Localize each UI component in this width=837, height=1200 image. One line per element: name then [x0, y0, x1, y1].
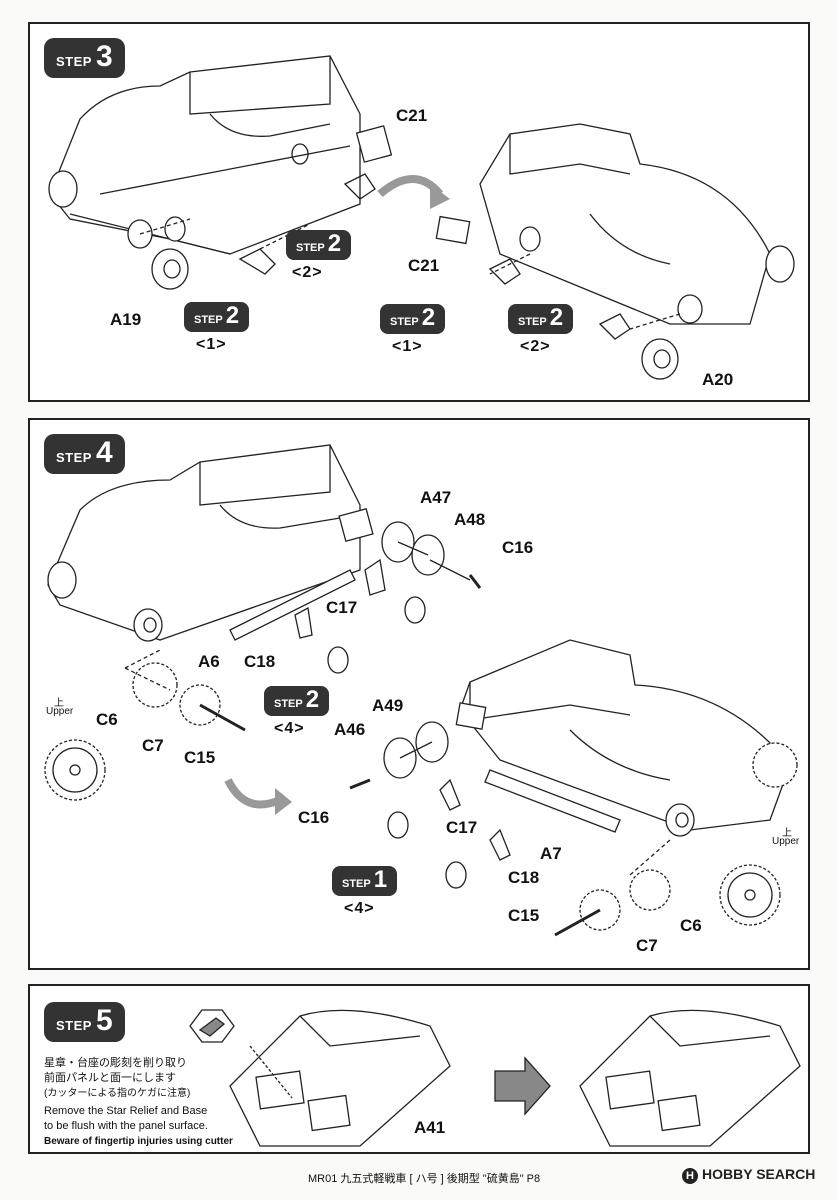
part-label-c6: C6: [680, 916, 702, 935]
part-label-a20: A20: [702, 370, 734, 389]
part-label-c17: C17: [326, 598, 358, 617]
substep-label: <1>: [392, 338, 423, 355]
jp-note-line: 前面パネルと面一にします: [44, 1072, 176, 1084]
part-label-a46: A46: [334, 720, 366, 739]
part-label-a48: A48: [454, 510, 486, 529]
part-label-a47: A47: [420, 488, 452, 507]
step4-illustration: [44, 444, 798, 937]
en-warning: Beware of fingertip injuries using cutte…: [44, 1136, 233, 1147]
step-word: STEP: [274, 698, 303, 710]
step4-badge: STEP 4: [44, 434, 125, 474]
en-note-line: Remove the Star Relief and Base: [44, 1105, 208, 1117]
part-label-c18: C18: [508, 868, 540, 887]
part-label-a19: A19: [110, 310, 142, 329]
part-label-c16: C16: [502, 538, 534, 557]
step-number: 4: [95, 436, 113, 469]
step-word: STEP: [56, 54, 92, 69]
step-word: STEP: [342, 878, 371, 890]
step-number: 1: [373, 866, 388, 893]
step5-badge: STEP 5: [44, 1002, 125, 1042]
step3-illustration: [48, 55, 795, 380]
part-label-c7: C7: [142, 736, 164, 755]
part-label-c18: C18: [244, 652, 276, 671]
en-note-line: to be flush with the panel surface.: [44, 1120, 208, 1132]
upper-jp-label: 上: [54, 698, 64, 709]
part-label-c7: C7: [636, 936, 658, 955]
step-word: STEP: [518, 316, 547, 328]
part-label-a49: A49: [372, 696, 404, 715]
part-label-c21: C21: [408, 256, 440, 275]
step-number: 3: [95, 40, 113, 73]
step-word: STEP: [296, 242, 325, 254]
step-word: STEP: [56, 450, 92, 465]
step3-panel: STEP 3: [28, 22, 810, 402]
logo-text: HOBBY SEARCH: [702, 1166, 816, 1182]
substep-label: <1>: [196, 336, 227, 353]
step-number: 2: [549, 304, 564, 331]
substep-label: <4>: [274, 720, 305, 737]
logo-mark-icon: H: [682, 1168, 698, 1184]
part-label-c6: C6: [96, 710, 118, 729]
part-label-c21: C21: [396, 106, 428, 125]
part-label-a6: A6: [198, 652, 220, 671]
step5-illustration: [189, 1009, 801, 1147]
part-label-c16: C16: [298, 808, 330, 827]
part-label-a41: A41: [414, 1118, 446, 1137]
upper-en-label: Upper: [772, 836, 800, 847]
substep-label: <2>: [292, 264, 323, 281]
step3-badge: STEP 3: [44, 38, 125, 78]
step-number: 2: [327, 230, 342, 257]
part-label-c17: C17: [446, 818, 478, 837]
step4-panel: STEP 4: [28, 418, 810, 970]
substep-label: <2>: [520, 338, 551, 355]
jp-note-line: (カッターによる指のケガに注意): [44, 1088, 191, 1099]
step-word: STEP: [390, 316, 419, 328]
part-label-c15: C15: [184, 748, 216, 767]
step-number: 2: [225, 302, 240, 329]
jp-note-line: 星章・台座の彫刻を削り取り: [44, 1057, 187, 1069]
page-footer: MR01 九五式軽戦車 [ ハ号 ] 後期型 "硫黄島" P8: [308, 1173, 541, 1185]
part-label-a7: A7: [540, 844, 562, 863]
step5-jp-note: 星章・台座の彫刻を削り取り 前面パネルと面一にします (カッターによる指のケガに…: [44, 1056, 190, 1101]
step-number: 5: [95, 1004, 113, 1037]
upper-en-label: Upper: [46, 706, 74, 717]
step-word: STEP: [194, 314, 223, 326]
step5-en-note: Remove the Star Relief and Base to be fl…: [44, 1104, 233, 1149]
step-word: STEP: [56, 1018, 92, 1033]
part-label-c15: C15: [508, 906, 540, 925]
substep-label: <4>: [344, 900, 375, 917]
step5-panel: STEP 5 星章・台座の彫刻を削り取り 前面パネルと面一にします (カッターに…: [28, 984, 810, 1154]
step-number: 2: [305, 686, 320, 713]
upper-jp-label: 上: [782, 828, 792, 839]
step-number: 2: [421, 304, 436, 331]
